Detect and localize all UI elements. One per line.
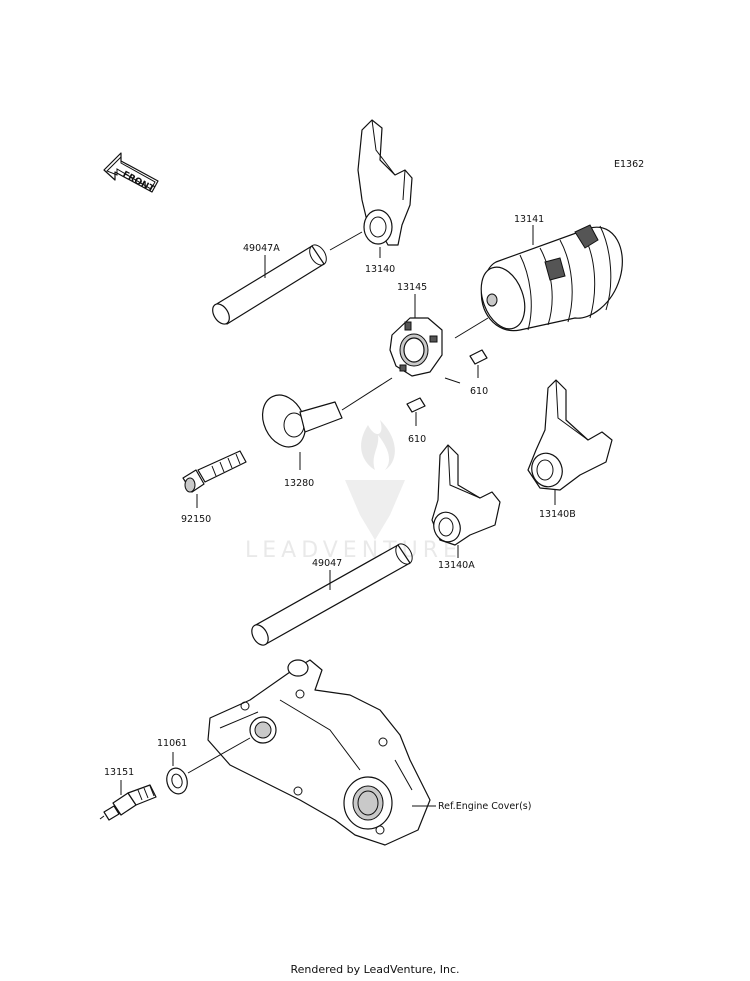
label-13280: 13280 [284,478,314,489]
label-610-a: 610 [470,386,488,397]
label-49047: 49047 [312,558,342,569]
label-49047A: 49047A [243,243,280,254]
shift-drum-13141[interactable] [473,224,623,335]
footer-credit: Rendered by LeadVenture, Inc. [290,963,460,976]
label-92150: 92150 [181,514,211,525]
label-13151: 13151 [104,767,134,778]
shift-fork-13140[interactable] [357,119,413,246]
label-13141: 13141 [514,214,544,225]
watermark-logo: LEADVENTURE [245,420,462,563]
washer-11061[interactable] [164,766,190,796]
shift-drum-cam-13145[interactable] [389,317,443,377]
shift-fork-13140B[interactable] [527,379,613,491]
bolt-92150[interactable] [182,450,247,493]
label-13140B: 13140B [539,509,576,520]
neutral-switch-13151[interactable] [99,784,157,821]
shift-rod-49047A[interactable] [209,242,330,327]
engine-cover[interactable] [207,659,431,846]
front-arrow-icon: FRONT [103,152,159,195]
pin-610-a[interactable] [469,349,488,365]
shift-rod-49047[interactable] [248,541,415,648]
label-13145: 13145 [397,282,427,293]
shift-fork-13140A[interactable] [430,444,501,546]
label-11061: 11061 [157,738,187,749]
label-ref-engine-cover: Ref.Engine Cover(s) [438,801,531,812]
diagram-code: E1362 [614,159,644,170]
pin-610-b[interactable] [406,397,426,413]
label-610-b: 610 [408,434,426,445]
watermark-text: LEADVENTURE [245,538,462,563]
shift-drum-guide-13280[interactable] [254,388,343,454]
label-13140A: 13140A [438,560,475,571]
label-13140: 13140 [365,264,395,275]
